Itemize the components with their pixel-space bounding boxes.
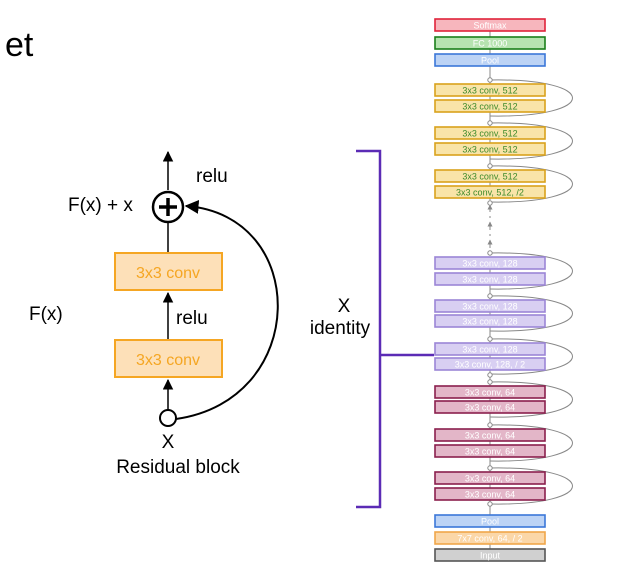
skip-node <box>487 372 493 378</box>
layer-box <box>434 185 546 199</box>
layer-label: 3x3 conv, 64 <box>465 474 515 484</box>
skip-node <box>487 200 493 206</box>
layer-label: Input <box>480 551 501 561</box>
skip-arc <box>489 295 573 332</box>
layer-box <box>434 169 546 183</box>
skip-arc <box>489 424 573 462</box>
conv-top-label: 3x3 conv <box>136 265 200 282</box>
layer-label: Softmax <box>473 21 507 31</box>
layer-box <box>434 83 546 97</box>
identity-x-label: X <box>338 296 351 317</box>
input-node <box>159 409 177 427</box>
conv-box-bottom <box>114 339 223 378</box>
layer-box <box>434 514 546 528</box>
bracket <box>356 149 382 509</box>
layer-box <box>434 36 546 50</box>
skip-arc <box>489 79 573 117</box>
skip-node <box>487 250 493 256</box>
layer-label: 3x3 conv, 512 <box>462 86 517 96</box>
layer-label: 3x3 conv, 64 <box>465 403 515 413</box>
layer-box <box>434 428 546 442</box>
identity-skip-arrow <box>175 199 279 420</box>
layer-label: 3x3 conv, 512 <box>462 172 517 182</box>
layer-box <box>434 342 546 356</box>
input-x-label: X <box>162 432 175 453</box>
skip-arc <box>489 165 573 203</box>
layer-label: 3x3 conv, 512 <box>462 102 517 112</box>
layer-label: 3x3 conv, 64 <box>465 431 515 441</box>
layer-label: Pool <box>481 56 499 66</box>
layer-box <box>434 99 546 113</box>
layer-box <box>434 531 546 545</box>
skip-node <box>487 379 493 385</box>
layer-label: Pool <box>481 517 499 527</box>
layer-box <box>434 471 546 485</box>
layer-label: 3x3 conv, 128 <box>462 317 517 327</box>
layer-label: 3x3 conv, 512 <box>462 129 517 139</box>
skip-node <box>487 120 493 126</box>
skip-node <box>487 501 493 507</box>
layer-box <box>434 53 546 67</box>
identity-label: identity <box>310 318 371 339</box>
skip-arc <box>489 122 573 160</box>
layer-box <box>434 256 546 270</box>
layer-box <box>434 142 546 156</box>
skip-node <box>487 422 493 428</box>
layer-label: FC 1000 <box>473 39 508 49</box>
layer-label: 3x3 conv, 128 <box>462 302 517 312</box>
layer-label: 3x3 conv, 64 <box>465 447 515 457</box>
layer-label: 3x3 conv, 64 <box>465 490 515 500</box>
skip-arc <box>489 252 573 290</box>
layer-label: 3x3 conv, 128 <box>462 259 517 269</box>
layer-label: 3x3 conv, 128, / 2 <box>455 360 525 370</box>
plus-icon <box>151 190 185 224</box>
layer-box <box>434 272 546 286</box>
skip-node <box>487 465 493 471</box>
layer-box <box>434 385 546 399</box>
layer-box <box>434 299 546 313</box>
skip-arc <box>489 467 573 505</box>
title-fragment: et <box>5 26 34 64</box>
fx-label: F(x) <box>29 304 63 325</box>
layer-box <box>434 487 546 501</box>
skip-node <box>487 293 493 299</box>
layer-box <box>434 548 546 562</box>
layer-label: 3x3 conv, 64 <box>465 388 515 398</box>
relu-top-label: relu <box>196 166 228 187</box>
conv-bottom-label: 3x3 conv <box>136 352 200 369</box>
skip-node <box>487 163 493 169</box>
caption: Residual block <box>116 457 240 478</box>
layer-box <box>434 444 546 458</box>
layer-box <box>434 314 546 328</box>
layer-label: 7x7 conv, 64, / 2 <box>457 534 522 544</box>
layer-label: 3x3 conv, 128 <box>462 345 517 355</box>
layer-box <box>434 18 546 32</box>
layer-box <box>434 357 546 371</box>
layer-label: 3x3 conv, 512 <box>462 145 517 155</box>
layer-label: 3x3 conv, 512, /2 <box>456 188 524 198</box>
skip-arc <box>489 381 573 418</box>
skip-node <box>487 336 493 342</box>
sum-label: F(x) + x <box>68 195 133 216</box>
layer-box <box>434 126 546 140</box>
skip-arc <box>489 338 573 375</box>
layer-label: 3x3 conv, 128 <box>462 275 517 285</box>
layer-box <box>434 400 546 414</box>
relu-mid-label: relu <box>176 308 208 329</box>
conv-box-top <box>114 252 223 291</box>
skip-node <box>487 77 493 83</box>
